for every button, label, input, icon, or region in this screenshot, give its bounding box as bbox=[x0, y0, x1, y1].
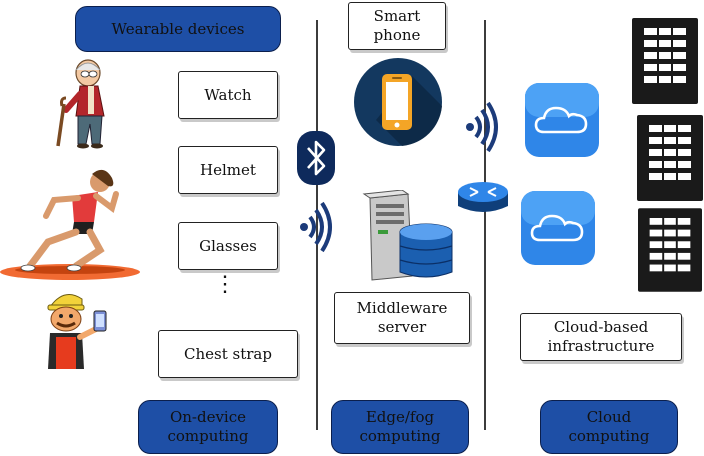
chest-strap-box: Chest strap bbox=[158, 330, 298, 378]
server-rack-icon bbox=[638, 208, 702, 292]
smartphone-label-box: Smart phone bbox=[348, 2, 446, 50]
cloud-infrastructure-label-box: Cloud-based infrastructure bbox=[520, 313, 682, 361]
smartphone-icon bbox=[354, 58, 442, 146]
edge-fog-computing-label: Edge/fog computing bbox=[331, 400, 469, 454]
server-rack-icon bbox=[637, 115, 703, 201]
watch-box: Watch bbox=[178, 71, 278, 119]
cloud-icon bbox=[525, 83, 599, 157]
middleware-server-label-box: Middleware server bbox=[334, 292, 470, 344]
wifi-signal-icon bbox=[300, 201, 332, 253]
separator-line-right bbox=[484, 20, 486, 430]
runner-icon bbox=[0, 169, 140, 280]
server-rack-icon bbox=[632, 18, 698, 104]
glasses-box: Glasses bbox=[178, 222, 278, 270]
elderly-person-icon bbox=[56, 59, 105, 149]
more-devices-ellipsis: ⋮ bbox=[214, 272, 236, 297]
worker-with-phone-icon bbox=[47, 294, 107, 369]
separator-line-left bbox=[316, 20, 318, 430]
wifi-signal-icon bbox=[466, 101, 498, 153]
helmet-box: Helmet bbox=[178, 146, 278, 194]
wearable-devices-header: Wearable devices bbox=[75, 6, 281, 52]
bluetooth-icon bbox=[297, 131, 335, 185]
on-device-computing-label: On-device computing bbox=[138, 400, 278, 454]
cloud-icon bbox=[521, 191, 595, 265]
cloud-computing-label: Cloud computing bbox=[540, 400, 678, 454]
router-icon bbox=[458, 182, 508, 212]
server-database-icon bbox=[362, 190, 453, 281]
